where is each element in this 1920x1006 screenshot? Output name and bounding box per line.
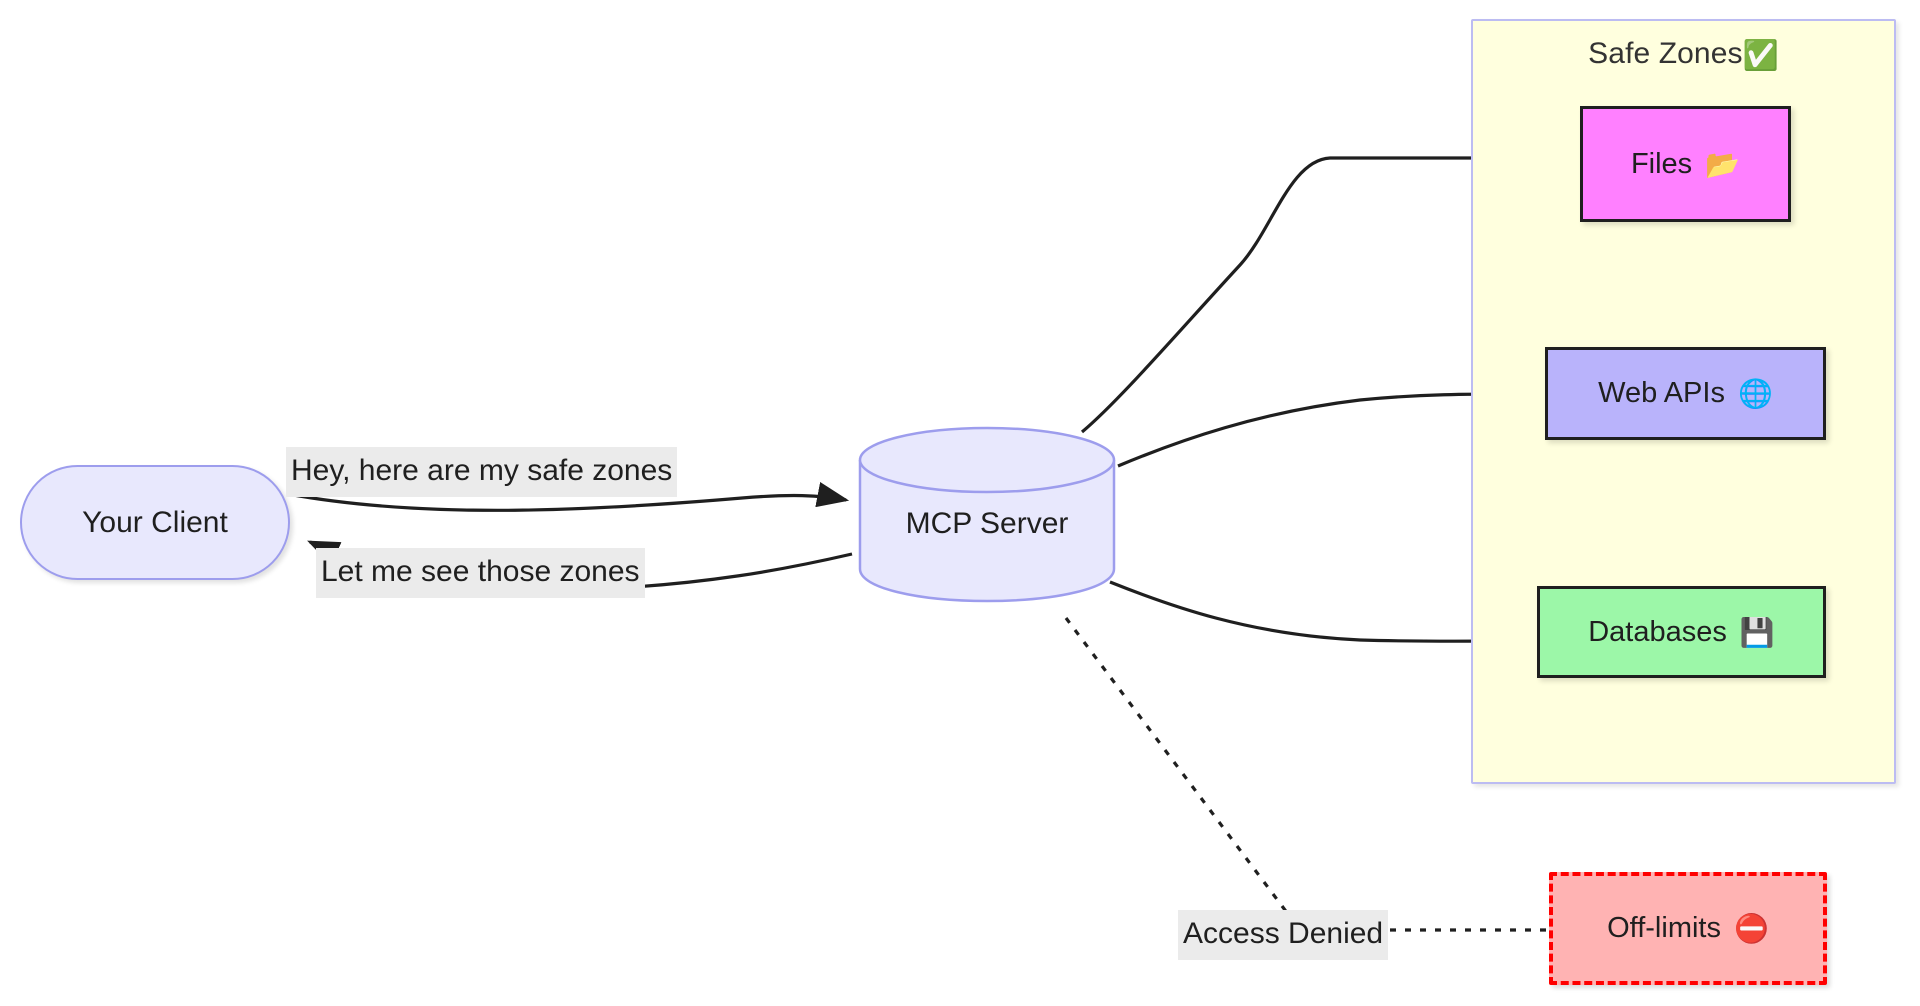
node-files[interactable]: Files 📂	[1580, 106, 1791, 222]
subgraph-title: Safe Zones✅	[1473, 37, 1894, 73]
node-mcp-server[interactable]: MCP Server	[858, 426, 1116, 603]
node-databases[interactable]: Databases 💾	[1537, 586, 1826, 678]
node-web-apis-label: Web APIs	[1598, 377, 1725, 409]
node-off-limits[interactable]: Off-limits ⛔	[1549, 872, 1827, 985]
node-mcp-server-label: MCP Server	[905, 506, 1069, 540]
edge-label-see-zones: Let me see those zones	[316, 548, 645, 598]
node-mcp-server-label-wrap: MCP Server	[858, 426, 1116, 603]
edge-server-to-databases	[1109, 580, 1518, 654]
subgraph-title-text: Safe Zones	[1588, 37, 1743, 70]
node-web-apis[interactable]: Web APIs 🌐	[1545, 347, 1826, 440]
node-your-client[interactable]: Your Client	[20, 465, 290, 580]
check-mark-button-icon: ✅	[1742, 40, 1779, 72]
floppy-disk-icon: 💾	[1739, 616, 1775, 648]
node-your-client-label: Your Client	[82, 505, 228, 539]
edge-label-access-denied: Access Denied	[1178, 910, 1389, 960]
cylinder-shape	[858, 426, 1116, 603]
edge-label-safe-zones: Hey, here are my safe zones	[286, 447, 678, 497]
open-folder-icon: 📂	[1705, 148, 1741, 180]
no-entry-icon: ⛔	[1733, 913, 1769, 944]
node-databases-label: Databases	[1588, 615, 1727, 648]
node-off-limits-label: Off-limits	[1607, 912, 1721, 944]
node-files-label: Files	[1630, 147, 1693, 180]
globe-with-meridians-icon: 🌐	[1737, 378, 1773, 409]
edge-server-to-webapis	[1117, 381, 1526, 468]
